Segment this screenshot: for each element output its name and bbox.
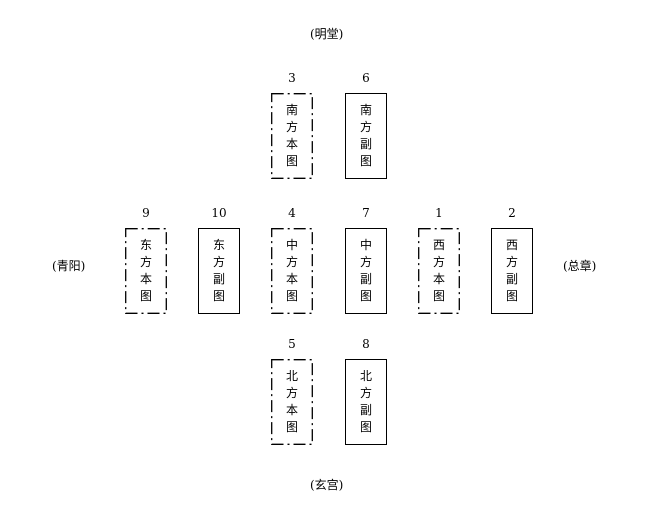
diagram-label-char: 本: [285, 403, 298, 417]
diagram-label-west-main: 西方本图: [433, 237, 445, 305]
diagram-label-char: 北: [285, 369, 298, 383]
diagram-box-center-main: 中方本图: [271, 228, 313, 314]
diagram-box-center-copy: 中方副图: [345, 228, 387, 314]
diagram-label-char: 副: [505, 272, 518, 286]
diagram-label-char: 图: [432, 289, 445, 303]
diagram-label-char: 方: [359, 386, 372, 400]
diagram-box-south-main: 南方本图: [271, 93, 313, 179]
diagram-number-west-copy: 2: [508, 206, 516, 220]
diagram-number-south-main: 3: [288, 71, 296, 85]
diagram-label-east-main: 东方本图: [140, 237, 152, 305]
diagram-label-char: 图: [285, 420, 298, 434]
diagram-box-west-copy: 西方副图: [491, 228, 533, 314]
diagram-label-char: 副: [212, 272, 225, 286]
diagram-label-char: 方: [285, 120, 298, 134]
diagram-label-char: 中: [359, 238, 372, 252]
dash-dot-border: [271, 228, 313, 314]
diagram-label-west-copy: 西方副图: [506, 237, 518, 305]
dash-dot-border: [271, 93, 313, 179]
diagram-label-char: 方: [285, 386, 298, 400]
diagram-label-char: 图: [285, 154, 298, 168]
diagram-label-char: 本: [285, 137, 298, 151]
diagram-box-east-copy: 东方副图: [198, 228, 240, 314]
diagram-label-char: 图: [285, 289, 298, 303]
dash-dot-frame: [125, 228, 167, 314]
direction-label-top: (明堂): [310, 27, 344, 41]
diagram-label-char: 北: [359, 369, 372, 383]
diagram-number-east-copy: 10: [211, 206, 227, 220]
diagram-label-char: 南: [359, 103, 372, 117]
dash-dot-frame: [271, 228, 313, 314]
diagram-label-char: 中: [285, 238, 298, 252]
dash-dot-border: [271, 359, 313, 445]
dash-dot-border: [125, 228, 167, 314]
dash-dot-border: [418, 228, 460, 314]
direction-label-left: (青阳): [52, 259, 86, 273]
diagram-number-center-main: 4: [288, 206, 296, 220]
diagram-number-center-copy: 7: [362, 206, 370, 220]
diagram-number-north-copy: 8: [362, 337, 370, 351]
diagram-label-char: 东: [139, 238, 152, 252]
diagram-label-char: 东: [212, 238, 225, 252]
diagram-label-char: 本: [432, 272, 445, 286]
diagram-label-char: 方: [285, 255, 298, 269]
diagram-label-char: 方: [359, 255, 372, 269]
diagram-number-north-main: 5: [288, 337, 296, 351]
diagram-box-south-copy: 南方副图: [345, 93, 387, 179]
diagram-label-center-copy: 中方副图: [360, 237, 372, 305]
diagram-label-char: 本: [139, 272, 152, 286]
diagram-label-char: 图: [212, 289, 225, 303]
diagram-label-char: 方: [139, 255, 152, 269]
diagram-label-char: 西: [432, 238, 445, 252]
diagram-label-center-main: 中方本图: [286, 237, 298, 305]
diagram-label-char: 西: [505, 238, 518, 252]
diagram-label-south-copy: 南方副图: [360, 102, 372, 170]
diagram-label-char: 南: [285, 103, 298, 117]
direction-label-bottom: (玄宫): [310, 478, 344, 492]
diagram-label-char: 副: [359, 137, 372, 151]
diagram-label-char: 方: [212, 255, 225, 269]
diagram-label-char: 图: [359, 289, 372, 303]
direction-label-right: (总章): [563, 259, 597, 273]
diagram-label-char: 方: [432, 255, 445, 269]
diagram-label-char: 副: [359, 403, 372, 417]
diagram-label-char: 本: [285, 272, 298, 286]
diagram-box-west-main: 西方本图: [418, 228, 460, 314]
diagram-label-south-main: 南方本图: [286, 102, 298, 170]
dash-dot-frame: [418, 228, 460, 314]
diagram-label-char: 副: [359, 272, 372, 286]
dash-dot-frame: [271, 93, 313, 179]
diagram-label-north-copy: 北方副图: [360, 368, 372, 436]
dash-dot-frame: [271, 359, 313, 445]
diagram-box-north-copy: 北方副图: [345, 359, 387, 445]
diagram-label-char: 方: [505, 255, 518, 269]
diagram-label-char: 图: [359, 154, 372, 168]
diagram-label-north-main: 北方本图: [286, 368, 298, 436]
diagram-label-char: 图: [359, 420, 372, 434]
diagram-label-char: 图: [139, 289, 152, 303]
diagram-number-south-copy: 6: [362, 71, 370, 85]
diagram-number-east-main: 9: [142, 206, 150, 220]
diagram-number-west-main: 1: [435, 206, 443, 220]
diagram-label-char: 图: [505, 289, 518, 303]
diagram-box-east-main: 东方本图: [125, 228, 167, 314]
diagram-label-east-copy: 东方副图: [213, 237, 225, 305]
diagram-box-north-main: 北方本图: [271, 359, 313, 445]
diagram-label-char: 方: [359, 120, 372, 134]
